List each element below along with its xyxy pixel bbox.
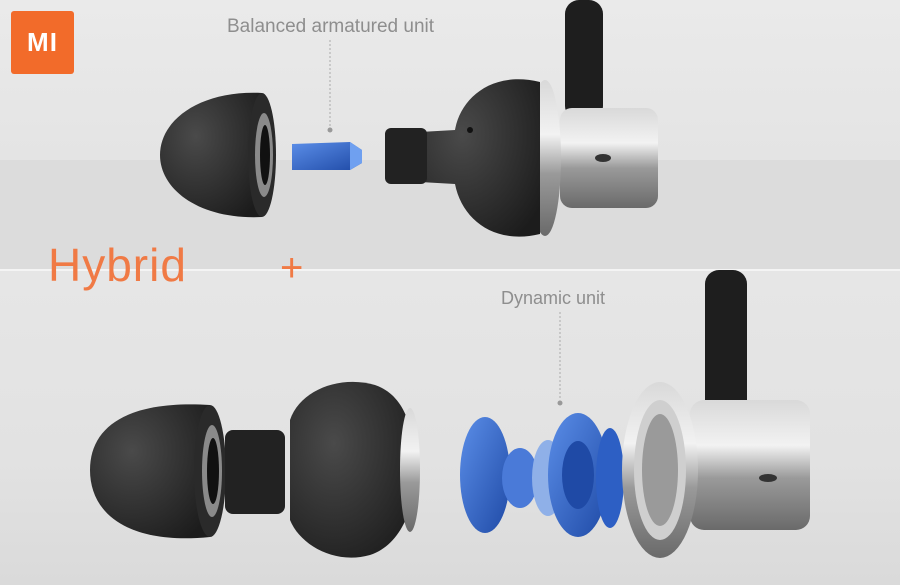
front-housing-bottom (225, 381, 420, 558)
balanced-armature-icon (292, 40, 362, 170)
balanced-armature-label: Balanced armatured unit (227, 16, 435, 37)
hybrid-headline: Hybrid (48, 239, 187, 291)
plus-sign: + (280, 246, 304, 290)
dynamic-unit-label: Dynamic unit (501, 288, 606, 308)
mi-logo: MI (11, 11, 74, 74)
earphone-body-top (385, 0, 658, 237)
rear-housing-bottom (622, 270, 810, 558)
dynamic-driver-icon (460, 312, 624, 537)
section-divider (0, 269, 900, 271)
eartip-top (160, 92, 276, 218)
eartip-bottom (90, 404, 226, 539)
